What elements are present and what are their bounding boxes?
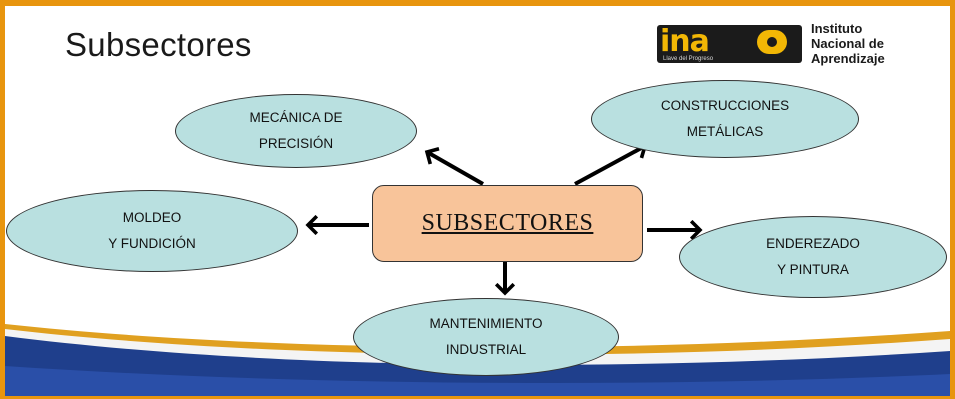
node-line: Y PINTURA bbox=[777, 262, 849, 277]
node-line: MECÁNICA DE bbox=[249, 110, 343, 125]
node-mantenimiento-industrial: MANTENIMIENTO INDUSTRIAL bbox=[353, 298, 619, 376]
node-construcciones-metalicas: CONSTRUCCIONES METÁLICAS bbox=[591, 80, 859, 158]
logo-name-line: Nacional de bbox=[811, 36, 884, 51]
arrows bbox=[5, 6, 950, 396]
logo-name-line: Aprendizaje bbox=[811, 51, 885, 66]
center-node: SUBSECTORES bbox=[372, 185, 643, 262]
center-label: SUBSECTORES bbox=[421, 210, 594, 236]
node-line: MOLDEO bbox=[122, 210, 182, 225]
ina-logo: ina Llave del Progreso Instituto Naciona… bbox=[657, 21, 947, 71]
logo-key-icon bbox=[757, 30, 787, 54]
logo-name-line: Instituto bbox=[811, 21, 863, 36]
node-line: INDUSTRIAL bbox=[445, 342, 527, 357]
logo-tagline: Llave del Progreso bbox=[663, 56, 714, 62]
node-line: METÁLICAS bbox=[686, 124, 764, 139]
logo-mark: ina bbox=[660, 24, 710, 59]
page-title: Subsectores bbox=[65, 26, 252, 63]
node-line: PRECISIÓN bbox=[258, 136, 334, 151]
node-line: ENDEREZADO bbox=[766, 236, 860, 251]
node-line: MANTENIMIENTO bbox=[429, 316, 543, 331]
node-enderezado-pintura: ENDEREZADO Y PINTURA bbox=[679, 216, 947, 298]
logo-badge: ina Llave del Progreso bbox=[657, 25, 802, 63]
node-line: Y FUNDICIÓN bbox=[108, 236, 196, 251]
node-mecanica-precision: MECÁNICA DE PRECISIÓN bbox=[175, 94, 417, 168]
arrow-to-metalicas bbox=[574, 146, 645, 186]
slide: Subsectores ina Llave del Progreso Insti… bbox=[5, 6, 950, 396]
node-moldeo-fundicion: MOLDEO Y FUNDICIÓN bbox=[6, 190, 298, 272]
node-line: CONSTRUCCIONES bbox=[660, 98, 790, 113]
logo-name: Instituto Nacional de Aprendizaje bbox=[811, 21, 885, 66]
arrow-to-precision bbox=[427, 152, 484, 186]
